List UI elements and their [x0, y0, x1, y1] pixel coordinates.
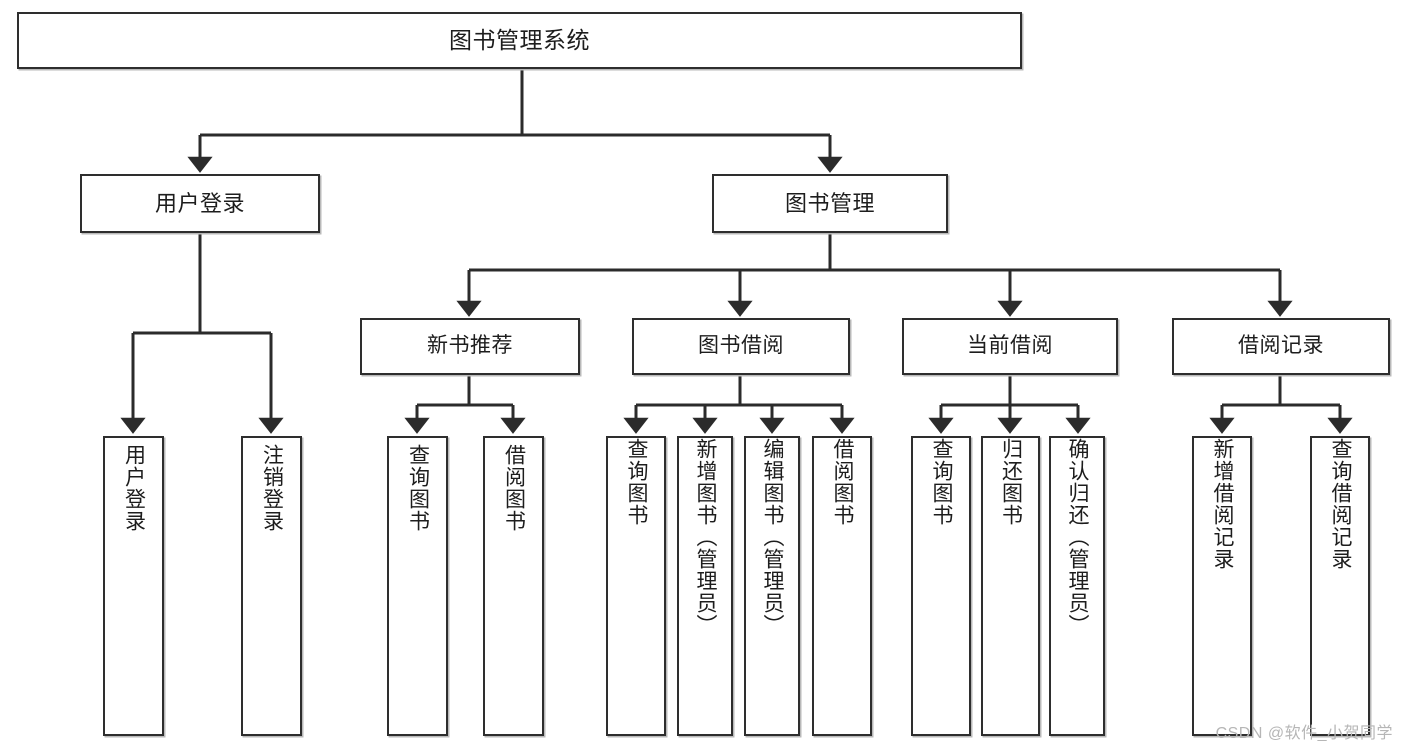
leaf-recommend-borrow-book-label: 借阅图书 — [502, 444, 526, 532]
node-book-management-label: 图书管理 — [784, 190, 875, 216]
leaf-borrow-query-book[interactable]: 查询图书 — [606, 436, 666, 736]
leaf-query-borrow-record-label: 查询借阅记录 — [1329, 438, 1353, 570]
leaf-add-book-admin-label: 新增图书（管理员） — [694, 438, 718, 636]
leaf-edit-book-admin-label: 编辑图书（管理员） — [761, 438, 785, 636]
leaf-user-login[interactable]: 用户登录 — [103, 436, 164, 736]
leaf-return-book[interactable]: 归还图书 — [981, 436, 1040, 736]
node-book-borrow-label: 图书借阅 — [698, 334, 784, 358]
leaf-logout[interactable]: 注销登录 — [241, 436, 302, 736]
node-root-label: 图书管理系统 — [449, 27, 590, 54]
leaf-return-book-label: 归还图书 — [999, 438, 1023, 526]
node-root-system[interactable]: 图书管理系统 — [17, 12, 1022, 69]
node-current-borrow[interactable]: 当前借阅 — [902, 318, 1118, 375]
node-user-login-label: 用户登录 — [154, 190, 245, 216]
node-user-login[interactable]: 用户登录 — [80, 174, 320, 233]
node-book-management[interactable]: 图书管理 — [712, 174, 948, 233]
leaf-add-borrow-record-label: 新增借阅记录 — [1211, 438, 1235, 570]
leaf-recommend-query-book[interactable]: 查询图书 — [387, 436, 448, 736]
leaf-add-book-admin[interactable]: 新增图书（管理员） — [677, 436, 733, 736]
node-current-borrow-label: 当前借阅 — [967, 334, 1053, 358]
leaf-recommend-query-book-label: 查询图书 — [406, 444, 430, 532]
leaf-user-login-label: 用户登录 — [122, 444, 146, 532]
leaf-recommend-borrow-book[interactable]: 借阅图书 — [483, 436, 544, 736]
node-borrow-record-label: 借阅记录 — [1238, 334, 1324, 358]
leaf-borrow-book[interactable]: 借阅图书 — [812, 436, 872, 736]
leaf-borrow-query-book-label: 查询图书 — [625, 438, 649, 526]
node-borrow-record[interactable]: 借阅记录 — [1172, 318, 1390, 375]
leaf-add-borrow-record[interactable]: 新增借阅记录 — [1192, 436, 1252, 736]
node-book-borrow[interactable]: 图书借阅 — [632, 318, 850, 375]
node-new-book-recommend[interactable]: 新书推荐 — [360, 318, 580, 375]
leaf-current-query-book[interactable]: 查询图书 — [911, 436, 971, 736]
leaf-query-borrow-record[interactable]: 查询借阅记录 — [1310, 436, 1370, 736]
leaf-confirm-return-admin[interactable]: 确认归还（管理员） — [1049, 436, 1105, 736]
leaf-edit-book-admin[interactable]: 编辑图书（管理员） — [744, 436, 800, 736]
leaf-confirm-return-admin-label: 确认归还（管理员） — [1066, 438, 1090, 636]
leaf-current-query-book-label: 查询图书 — [930, 438, 954, 526]
leaf-logout-label: 注销登录 — [260, 444, 284, 532]
watermark: CSDN @软件_小贺同学 — [1215, 725, 1393, 742]
leaf-borrow-book-label: 借阅图书 — [831, 438, 855, 526]
node-new-book-recommend-label: 新书推荐 — [427, 334, 513, 358]
